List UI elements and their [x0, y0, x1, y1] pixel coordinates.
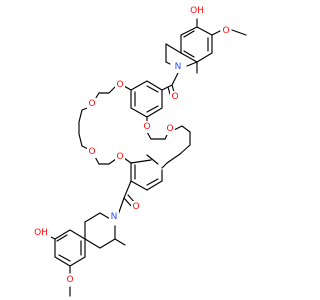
bond	[58, 254, 71, 262]
bond	[108, 158, 117, 165]
bond	[180, 26, 198, 36]
bond	[146, 154, 159, 165]
bond	[123, 157, 132, 164]
bond	[54, 256, 71, 267]
bond	[161, 84, 173, 91]
bond	[123, 85, 132, 91]
bond	[123, 180, 132, 199]
bond	[196, 26, 213, 36]
bond	[123, 197, 133, 208]
bond	[183, 50, 195, 58]
atom-label-crown-oxygen: O	[166, 124, 173, 134]
bond	[146, 107, 163, 118]
atom-label-carbonyl-o-top: O	[171, 92, 178, 102]
atom-label-crown-oxygen: O	[116, 152, 123, 162]
bond	[165, 43, 182, 54]
bond	[179, 144, 191, 155]
bond	[130, 80, 148, 91]
bond	[183, 30, 195, 38]
bond	[186, 61, 198, 67]
bond	[78, 109, 83, 123]
bond	[171, 84, 175, 93]
bond	[167, 86, 171, 95]
atom-label-crown-oxygen: O	[116, 80, 123, 90]
bond	[130, 107, 148, 118]
atom-label-oh-top: OH	[190, 6, 204, 16]
bond	[69, 229, 86, 240]
atom-label-crown-oxygen: O	[143, 122, 150, 132]
bond	[180, 52, 198, 63]
atom-label-carbonyl-o-bottom: O	[132, 202, 139, 212]
bond	[231, 29, 247, 36]
atom-label-crown-oxygen: O	[88, 99, 95, 109]
atom-label-methoxy-o-bottom: O	[66, 275, 73, 285]
bond	[161, 162, 168, 169]
bond	[196, 52, 213, 63]
bond	[146, 178, 159, 186]
molecule-structure-diagram: OH O N O O O O O O O O N OH O	[31, 5, 247, 297]
bond	[146, 131, 152, 140]
bond	[69, 256, 86, 267]
bond	[108, 85, 117, 94]
bond	[171, 72, 179, 86]
bond	[166, 153, 181, 164]
atom-label-nitrogen-top: N	[175, 62, 182, 72]
bond	[146, 85, 159, 93]
bond-layer	[48, 18, 247, 297]
bond	[211, 30, 221, 36]
bond	[99, 238, 116, 249]
bond	[130, 180, 148, 191]
bond	[165, 61, 171, 65]
bond	[146, 105, 159, 113]
bond	[173, 125, 183, 131]
bond	[84, 238, 101, 249]
bond	[181, 125, 191, 133]
bond	[56, 234, 68, 242]
atom-label-nitrogen-bottom: N	[111, 212, 118, 222]
bond	[114, 238, 126, 246]
bond	[84, 212, 101, 223]
atom-label-methoxy-o-top: O	[222, 26, 229, 36]
bond	[146, 180, 163, 191]
bond	[54, 229, 71, 240]
atom-label-oh-bottom: OH	[34, 228, 48, 238]
atom-label-crown-oxygen: O	[88, 147, 95, 157]
atom-label-layer: OH O N O O O O O O O O N OH O	[31, 5, 231, 286]
bond	[78, 133, 83, 147]
bond	[130, 159, 152, 164]
bond	[146, 80, 163, 91]
